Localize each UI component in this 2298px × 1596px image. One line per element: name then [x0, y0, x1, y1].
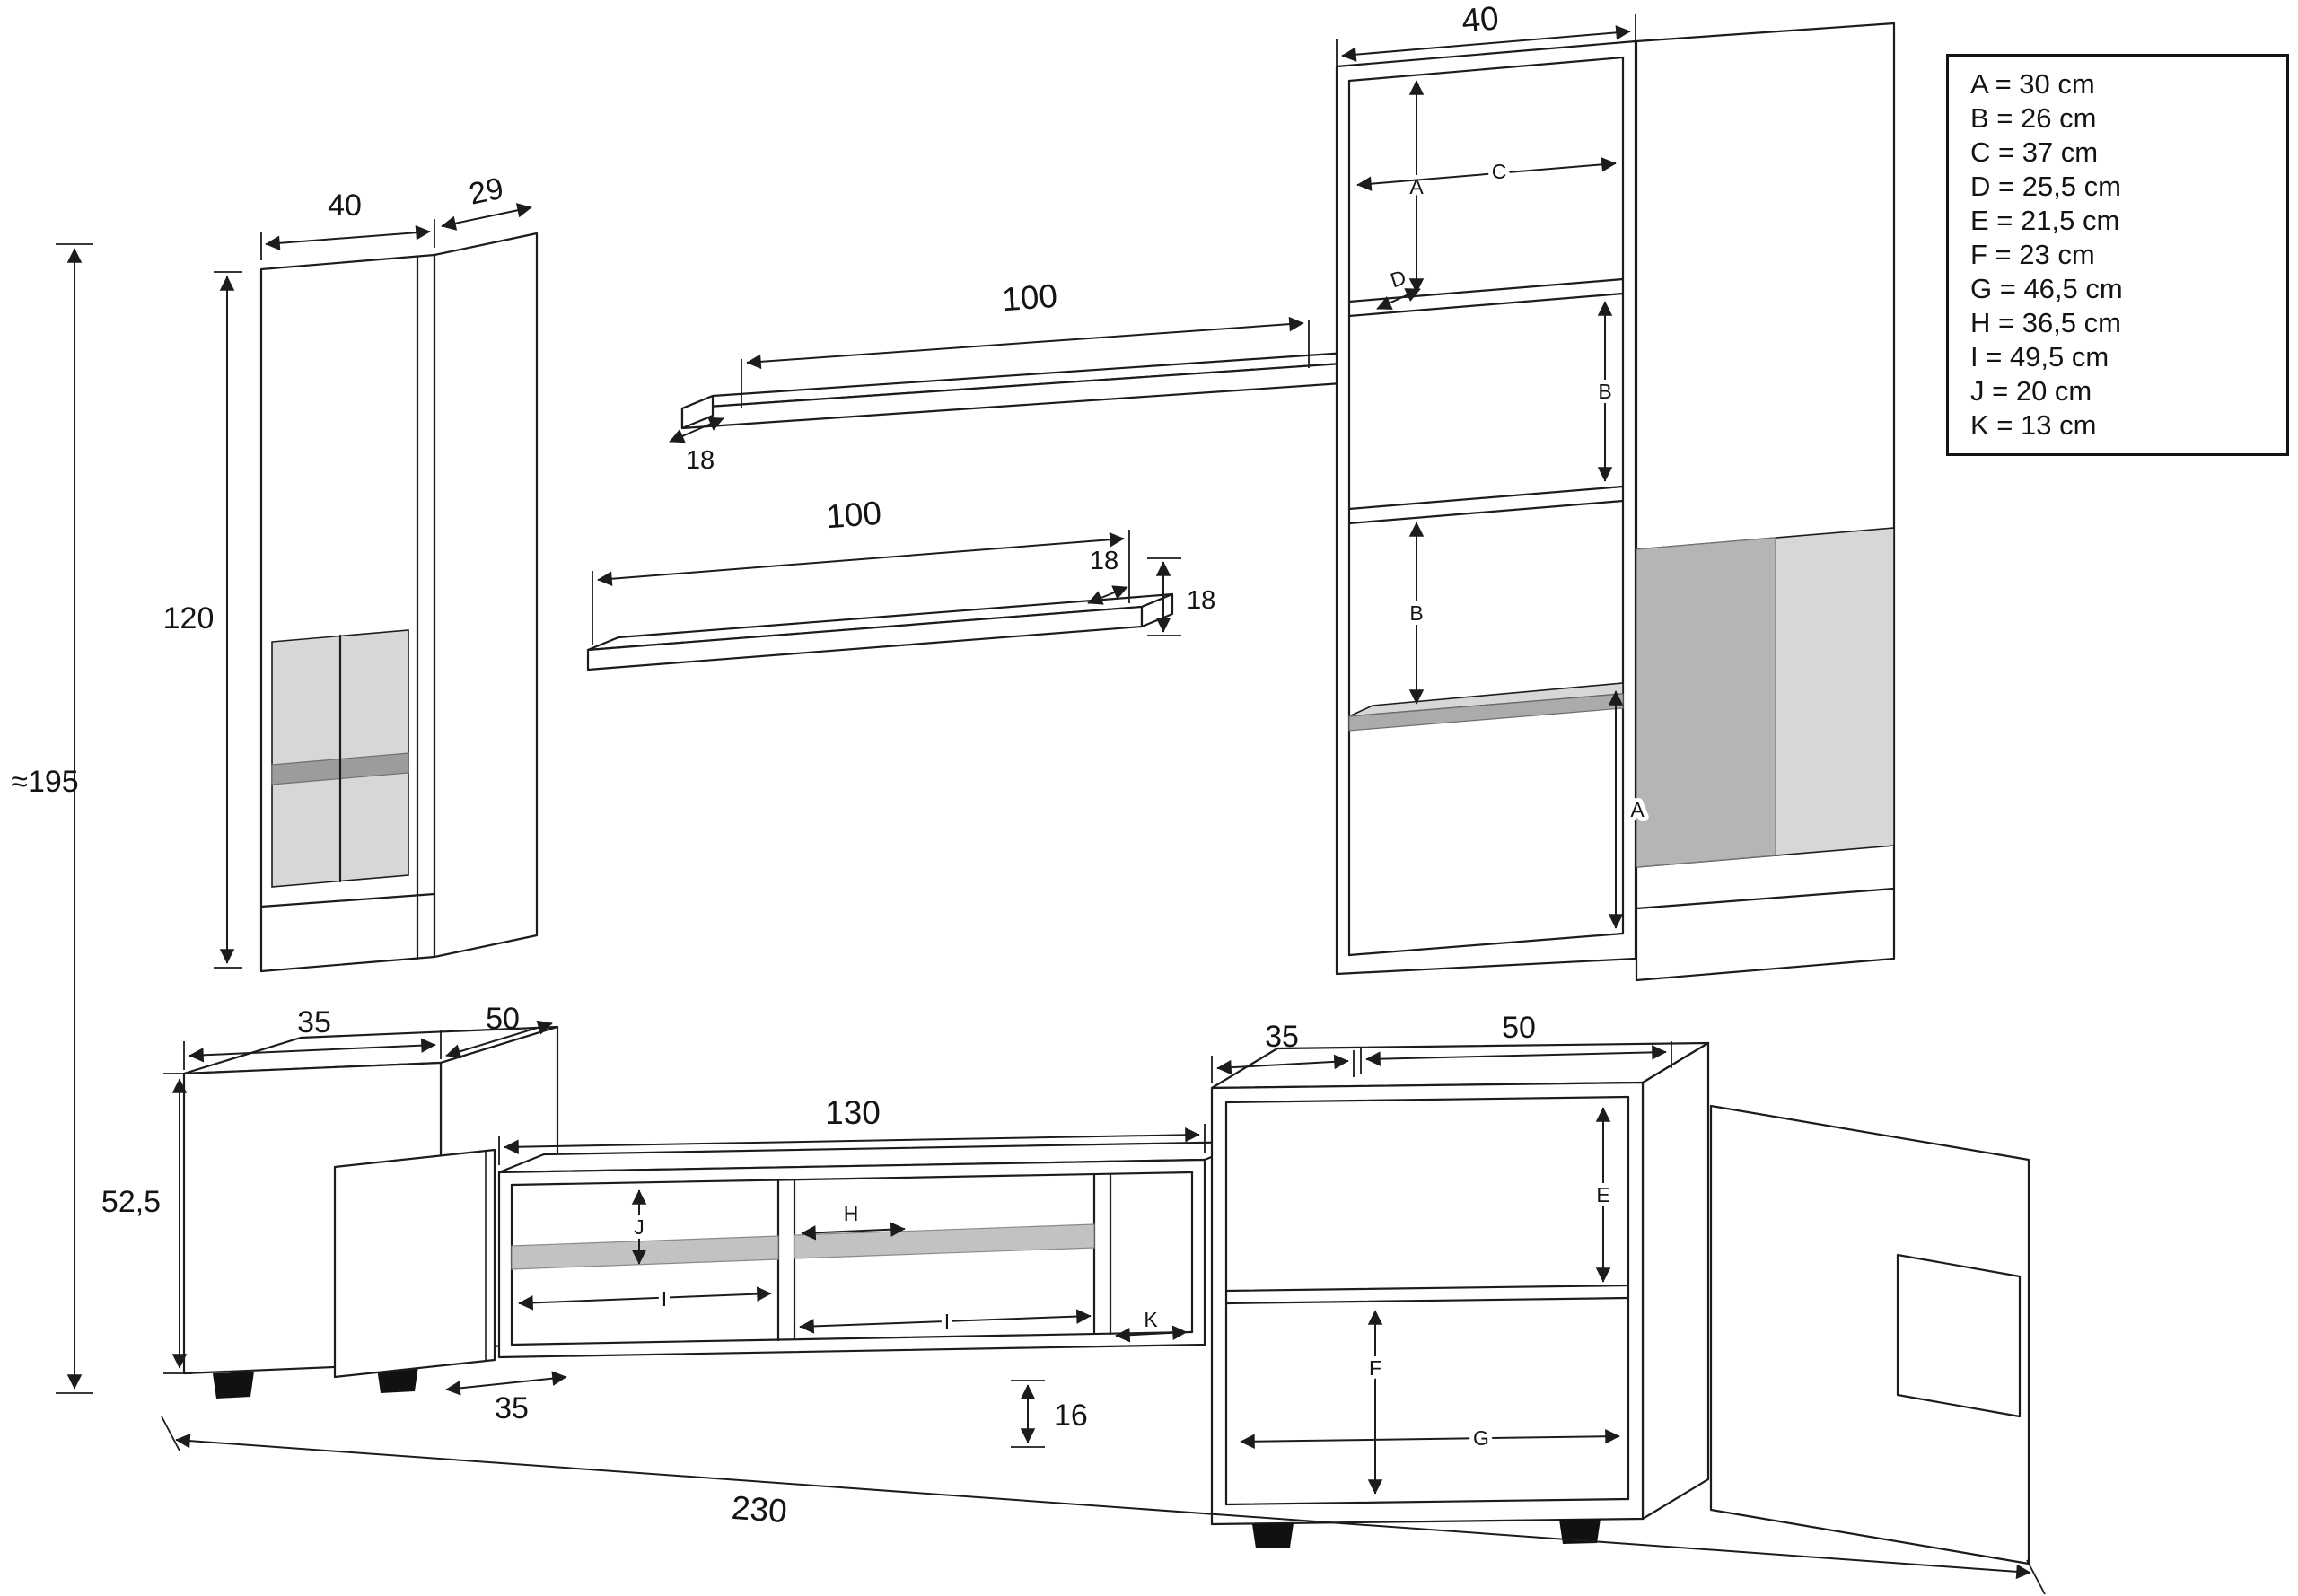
door-inner-panel: [1896, 1253, 2022, 1418]
unit-width-label: 40: [1460, 0, 1500, 39]
stand-clearance-label: 16: [1054, 1399, 1088, 1433]
stand-length-dim: [504, 1127, 1200, 1154]
stand-k-label: K: [1144, 1308, 1158, 1331]
legend-item-b: B = 26 cm: [1970, 102, 2097, 134]
stand-i-right-label: I: [944, 1310, 950, 1333]
wall-shelf-top: 100 18: [669, 277, 1374, 475]
right-cabinet-open-door: [1709, 1104, 2030, 1565]
tv-stand: J H I I K 130 16: [497, 1094, 1251, 1448]
stand-h-label: H: [844, 1202, 859, 1225]
unit-a-bottom-label: A: [1630, 798, 1645, 821]
left-cabinet-width-dim: [189, 1038, 436, 1063]
stand-h-dim: [801, 1222, 906, 1241]
right-cabinet-depth-label: 35: [1265, 1020, 1299, 1054]
right-cabinet-depth-dim: [1216, 1054, 1349, 1075]
top-right-shelf-unit: A C D B B A 40: [1335, 0, 1649, 976]
stand-j-label: J: [634, 1215, 645, 1239]
tall-cabinet-width-dim: [265, 224, 431, 251]
overall-width-dim: [175, 1433, 2031, 1580]
bottom-right-cabinet: E F G 35 50: [1210, 1011, 1710, 1548]
bottom-shelf-length-label: 100: [825, 495, 883, 536]
unit-c-dim: [1356, 157, 1617, 191]
right-panel-glass-dark: [1636, 537, 1776, 868]
legend-item-g: G = 46,5 cm: [1970, 273, 2123, 304]
left-cabinet-door-label: 35: [495, 1391, 529, 1425]
legend-item-e: E = 21,5 cm: [1970, 205, 2120, 236]
legend-box: A = 30 cm B = 26 cm C = 37 cm D = 25,5 c…: [1946, 54, 2289, 456]
tall-display-cabinet: 120 40 29: [163, 171, 539, 973]
left-cabinet-depth-dim: [445, 1020, 553, 1059]
legend-item-d: D = 25,5 cm: [1970, 171, 2121, 202]
tall-cabinet-width-label: 40: [328, 189, 362, 223]
unit-d-dim: [1376, 288, 1421, 310]
right-cabinet-width-dim: [1365, 1045, 1667, 1066]
bottom-shelf-length-dim: [597, 532, 1125, 586]
stand-i-left-dim: [518, 1286, 772, 1311]
stand-i-left-label: I: [662, 1287, 667, 1311]
right-cabinet-e-label: E: [1596, 1183, 1609, 1206]
legend-item-h: H = 36,5 cm: [1970, 307, 2121, 338]
top-shelf-length-dim: [746, 316, 1304, 370]
tall-cabinet-depth-dim: [441, 203, 532, 231]
overall-width-label: 230: [731, 1489, 789, 1530]
cabinet-foot: [1252, 1523, 1294, 1548]
legend-item-i: I = 49,5 cm: [1970, 341, 2109, 373]
bottom-shelf-depth-dim: [1087, 585, 1128, 605]
unit-a-top-label: A: [1409, 175, 1424, 198]
legend-item-c: C = 37 cm: [1970, 136, 2099, 168]
left-cabinet-depth-label: 50: [486, 1002, 520, 1036]
stand-k-dim: [1115, 1325, 1188, 1343]
overall-height-label: ≈195: [11, 765, 78, 799]
top-shelf-depth-dim: [669, 417, 724, 443]
unit-b-lower-label: B: [1409, 601, 1423, 625]
left-cabinet-width-label: 35: [297, 1005, 331, 1039]
overall-width-dimension: 230: [161, 1416, 2046, 1595]
tall-cabinet-height-label: 120: [163, 601, 215, 636]
right-cabinet-g-label: G: [1473, 1426, 1489, 1450]
stand-length-label: 130: [825, 1094, 881, 1131]
left-cabinet-open-door: [333, 1148, 496, 1379]
right-cabinet-f-label: F: [1369, 1356, 1381, 1380]
cabinet-foot: [377, 1366, 418, 1393]
right-side-panel: [1635, 22, 1896, 982]
legend-item-f: F = 23 cm: [1970, 239, 2095, 270]
tall-cabinet-depth-label: 29: [466, 171, 506, 212]
bottom-shelf-depth-label: 18: [1090, 547, 1118, 575]
top-shelf-length-label: 100: [1001, 277, 1059, 319]
left-cabinet-door-dim: [445, 1371, 567, 1396]
bottom-shelf-height-label: 18: [1187, 586, 1215, 615]
wall-shelf-bottom: 100 18 18: [586, 495, 1215, 671]
right-cabinet-width-label: 50: [1502, 1011, 1536, 1045]
unit-b-upper-label: B: [1598, 380, 1611, 403]
stand-i-right-dim: [799, 1309, 1092, 1334]
unit-c-label: C: [1492, 160, 1507, 183]
top-shelf-depth-label: 18: [686, 446, 715, 475]
unit-width-dim: [1341, 25, 1631, 62]
left-cabinet-height-label: 52,5: [101, 1185, 161, 1219]
legend-item-k: K = 13 cm: [1970, 409, 2097, 441]
cabinet-foot: [213, 1372, 254, 1399]
legend-item-a: A = 30 cm: [1970, 68, 2095, 100]
legend-item-j: J = 20 cm: [1970, 375, 2092, 407]
overall-height-dimension: ≈195: [11, 243, 93, 1394]
